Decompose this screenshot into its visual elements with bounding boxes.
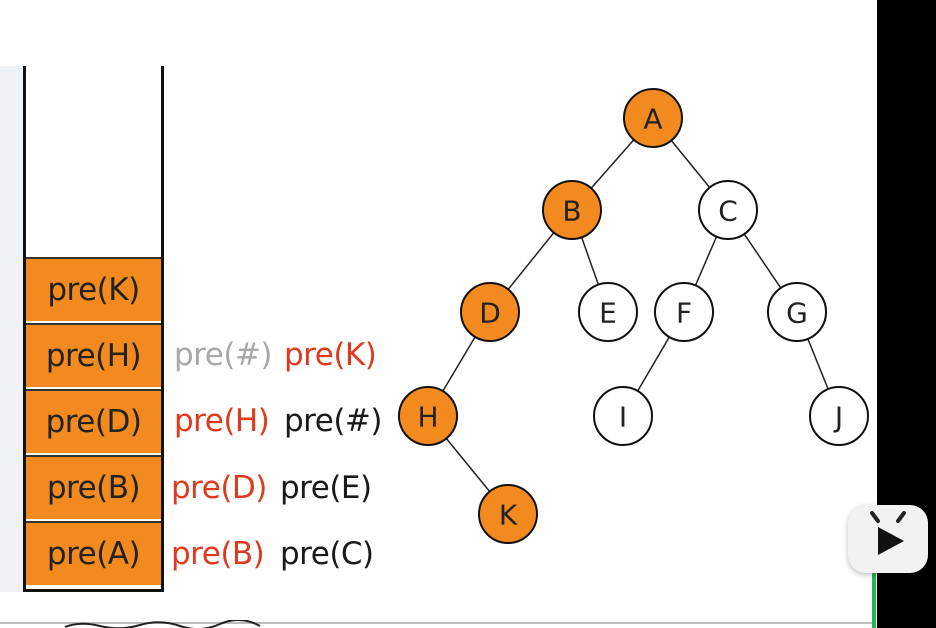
tree-node-label: K (499, 499, 518, 532)
stack-frame-a: pre(A) (26, 521, 161, 585)
tree-edge-g-j (807, 338, 829, 390)
tree-node-label: A (643, 103, 662, 136)
green-accent-line (872, 568, 876, 628)
call-h-right: pre(K) (284, 337, 377, 373)
tree-node-circle (542, 180, 602, 240)
tree-node-b: B (542, 180, 602, 240)
call-h-left: pre(#) (174, 337, 272, 373)
tree-node-i: I (593, 386, 653, 446)
tree-node-circle (809, 386, 869, 446)
tree-node-e: E (578, 282, 638, 342)
stack-left-wall (23, 66, 26, 592)
tree-edge-d-h (442, 336, 476, 392)
player-badge[interactable] (848, 505, 928, 573)
bottom-scribble (64, 620, 261, 628)
tree-node-h: H (398, 386, 458, 446)
call-b-left: pre(D) (171, 470, 267, 506)
tree-edge-b-d (507, 232, 555, 290)
tree-node-circle (593, 386, 653, 446)
stack-frame-h: pre(H) (26, 323, 161, 387)
tree-node-label: G (786, 297, 808, 330)
tree-node-d: D (460, 282, 520, 342)
left-panel-strip (0, 66, 24, 592)
call-d-left: pre(H) (174, 403, 270, 439)
stack-frame-d: pre(D) (26, 389, 161, 453)
tree-edge-f-i (637, 336, 670, 392)
stack-bottom-wall (23, 589, 164, 592)
call-a-left: pre(B) (171, 536, 265, 572)
stack-frame-k: pre(K) (26, 257, 161, 321)
tree-node-circle (623, 88, 683, 148)
stack-frame-b: pre(B) (26, 455, 161, 519)
tree-edge-b-e (580, 237, 600, 285)
tree-edge-c-f (694, 236, 718, 286)
call-b-right: pre(E) (280, 470, 372, 506)
bottom-divider (0, 622, 872, 624)
tree-node-f: F (654, 282, 714, 342)
tree-node-circle (698, 180, 758, 240)
tree-node-k: K (478, 484, 538, 544)
tree-node-j: J (809, 386, 869, 446)
tree-node-label: I (619, 401, 627, 434)
tree-node-label: B (562, 195, 581, 228)
tree-node-label: F (676, 297, 692, 330)
tree-node-label: H (417, 401, 438, 434)
tree-edge-a-b (590, 139, 635, 189)
tree-node-a: A (623, 88, 683, 148)
tree-node-label: C (718, 195, 738, 228)
tree-node-label: E (599, 297, 617, 330)
tree-node-c: C (698, 180, 758, 240)
tree-node-circle (767, 282, 827, 342)
tree-node-circle (398, 386, 458, 446)
tree-node-circle (460, 282, 520, 342)
tree-node-label: D (479, 297, 501, 330)
call-d-right: pre(#) (284, 403, 382, 439)
call-a-right: pre(C) (280, 536, 374, 572)
play-icon (870, 511, 906, 555)
tree-node-circle (578, 282, 638, 342)
tree-node-g: G (767, 282, 827, 342)
stack-right-wall (161, 66, 164, 592)
tree-node-circle (654, 282, 714, 342)
tree-edge-h-k (445, 437, 491, 493)
tree-node-label: J (833, 401, 843, 434)
tree-node-circle (478, 484, 538, 544)
tree-edge-c-g (743, 233, 782, 289)
tree-edge-a-c (670, 140, 711, 188)
